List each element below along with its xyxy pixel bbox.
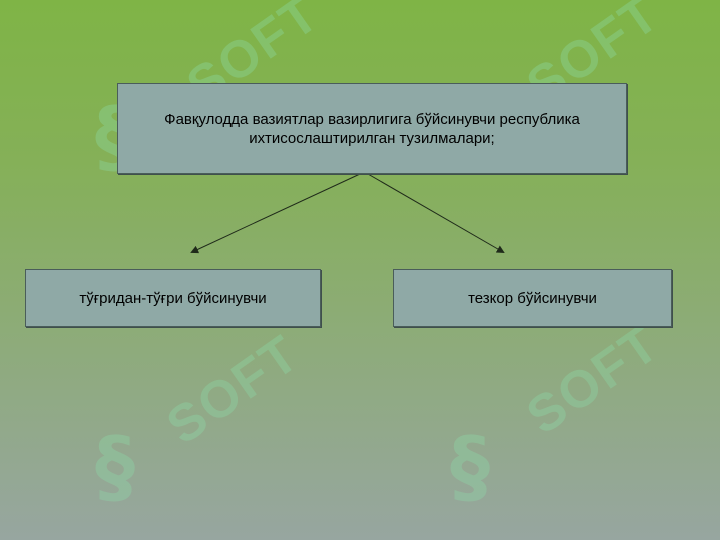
arrow-to-right-box [367, 173, 505, 254]
right-box-label: тезкор бўйсинувчи [468, 289, 597, 307]
watermark-logo: § [95, 420, 135, 513]
watermark-logo: § [450, 420, 490, 513]
arrow-to-left-box [190, 173, 361, 254]
direct-subordinate-box: тўғридан-тўғри бўйсинувчи [25, 269, 321, 327]
watermark-text: SOFT [516, 314, 671, 446]
top-box-line-2: ихтисослаштирилган тузилмалари; [249, 129, 495, 147]
watermark-text: SOFT [516, 0, 671, 116]
watermark-text: SOFT [176, 0, 331, 116]
left-box-label: тўғридан-тўғри бўйсинувчи [79, 289, 267, 307]
top-structure-box: Фавқулодда вазиятлар вазирлигига бўйсину… [117, 83, 627, 174]
watermark-text: SOFT [156, 324, 311, 456]
operational-subordinate-box: тезкор бўйсинувчи [393, 269, 672, 327]
top-box-line-1: Фавқулодда вазиятлар вазирлигига бўйсину… [164, 110, 580, 128]
